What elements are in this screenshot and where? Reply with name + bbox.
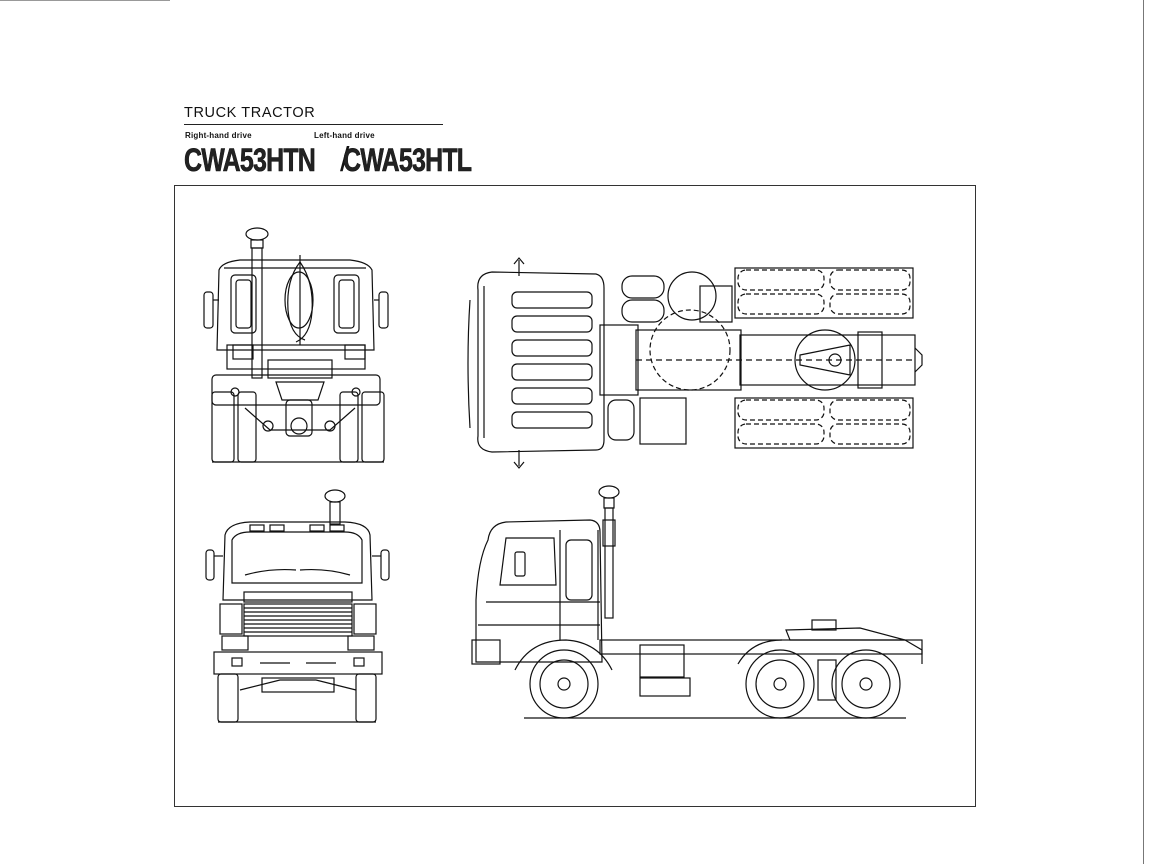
right-hand-drive-label: Right-hand drive [185,131,252,140]
model-code-left-hand: CWA53HTL [343,142,473,179]
title-underline [184,124,443,125]
truck-top-view-icon [467,257,923,469]
model-codes: CWA53HTN /CWA53HTL [184,140,508,182]
model-code-right-hand: CWA53HTN [184,142,316,179]
drawing-frame [174,185,976,807]
document-header: TRUCK TRACTOR Right-hand drive Left-hand… [184,104,473,179]
page-right-edge [1143,0,1144,864]
model-separator: / [340,140,349,180]
truck-side-view-icon [471,485,923,719]
left-hand-drive-label: Left-hand drive [314,131,375,140]
document-title: TRUCK TRACTOR [184,105,316,121]
truck-front-view-icon [205,489,390,723]
page-top-edge [0,0,170,1]
truck-rear-view-icon [203,227,389,463]
